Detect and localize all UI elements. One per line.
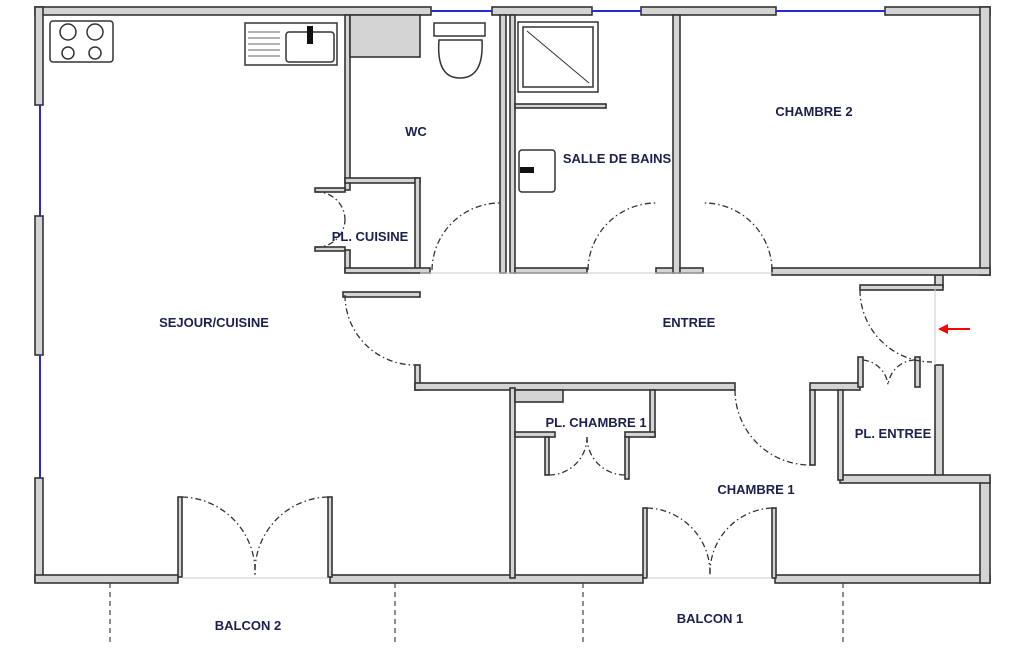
cooktop-icon	[49, 20, 114, 63]
label-chambre-2: CHAMBRE 2	[775, 104, 852, 119]
doors	[181, 191, 936, 579]
shower-icon	[517, 21, 599, 93]
label-pl-entree: PL. ENTREE	[855, 426, 932, 441]
label-wc: WC	[405, 124, 427, 139]
label-salle-de-bains: SALLE DE BAINS	[563, 151, 672, 166]
entry-arrow-icon	[938, 324, 970, 334]
balcony-lines	[109, 583, 844, 645]
label-pl-chambre-1: PL. CHAMBRE 1	[545, 415, 646, 430]
windows	[39, 10, 885, 478]
label-balcon-1: BALCON 1	[677, 611, 743, 626]
walls	[34, 6, 991, 584]
label-balcon-2: BALCON 2	[215, 618, 281, 633]
washbasin-icon	[518, 149, 556, 193]
room-labels: SEJOUR/CUISINE WC PL. CUISINE SALLE DE B…	[159, 104, 932, 633]
label-entree: ENTREE	[663, 315, 716, 330]
sink-icon	[244, 22, 338, 66]
fixtures	[49, 20, 599, 193]
toilet-icon	[433, 22, 486, 79]
label-pl-cuisine: PL. CUISINE	[332, 229, 409, 244]
label-chambre-1: CHAMBRE 1	[717, 482, 794, 497]
label-sejour: SEJOUR/CUISINE	[159, 315, 269, 330]
